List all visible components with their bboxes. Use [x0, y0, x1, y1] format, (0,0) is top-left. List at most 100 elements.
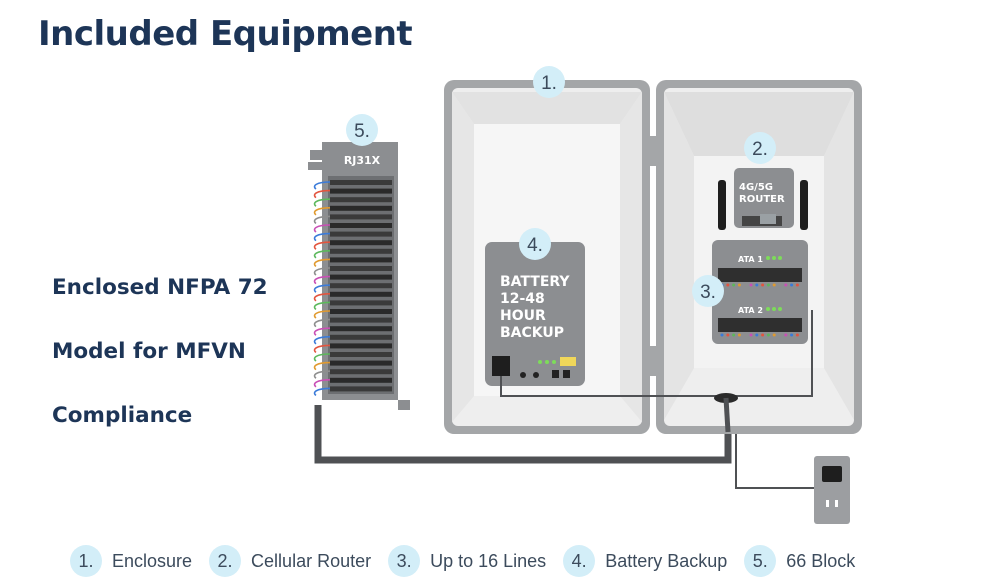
- terminal-row: [330, 300, 392, 306]
- legend-number: 5.: [744, 545, 777, 577]
- terminal-row: [330, 360, 392, 366]
- callout-router: 2.: [744, 132, 776, 164]
- ata-wire-dot: [732, 333, 736, 337]
- svg-text:4G/5G: 4G/5G: [739, 182, 773, 193]
- block-wire: [313, 344, 331, 354]
- block-wire: [313, 353, 331, 362]
- svg-text:BATTERY: BATTERY: [500, 274, 570, 290]
- router-label: 4G/5G ROUTER: [739, 182, 785, 205]
- terminal-row: [330, 248, 392, 254]
- terminal-row: [330, 309, 392, 314]
- legend-item-router: 2. Cellular Router: [209, 545, 371, 577]
- block-wire: [313, 284, 331, 293]
- ata-wire-dot: [778, 333, 782, 337]
- svg-text:2.: 2.: [752, 139, 768, 160]
- block-wire: [313, 250, 331, 259]
- legend-label: 66 Block: [786, 550, 856, 571]
- legend-number: 1.: [70, 545, 102, 577]
- terminal-row: [330, 352, 392, 357]
- terminal-row: [330, 180, 392, 185]
- block-wire: [313, 267, 331, 276]
- ata-wire-dot: [749, 333, 753, 337]
- block-wire: [313, 293, 331, 302]
- terminal-row: [330, 231, 392, 237]
- ata-wire-dot: [737, 333, 741, 337]
- block-66: [308, 142, 410, 410]
- terminal-row: [330, 343, 392, 349]
- block-label: RJ31X: [344, 154, 381, 167]
- terminal-row: [330, 188, 392, 194]
- terminal-row: [330, 205, 392, 211]
- legend-number: 3.: [388, 545, 421, 577]
- legend-label: Cellular Router: [251, 550, 372, 571]
- wall-outlet: [814, 456, 850, 524]
- svg-text:4.: 4.: [527, 235, 543, 256]
- ata-wire-dot: [726, 283, 730, 287]
- terminal-row: [330, 214, 392, 220]
- router-unit: [718, 168, 808, 230]
- block-wire: [313, 310, 331, 319]
- ata-panel: [712, 240, 808, 344]
- ata-wire-dot: [737, 283, 741, 287]
- ata-wire-dot: [743, 283, 747, 287]
- battery-label: BATTERY 12-48 HOUR BACKUP: [500, 274, 570, 341]
- ata-wire-dot: [749, 283, 753, 287]
- terminal-row: [330, 386, 392, 392]
- legend-item-enclosure: 1. Enclosure: [70, 545, 192, 577]
- ata-wire-dot: [766, 333, 770, 337]
- ata-wire-dot: [784, 283, 788, 287]
- legend-item-lines: 3. Up to 16 Lines: [388, 545, 546, 577]
- block-wire: [313, 224, 331, 233]
- ata2-label: ATA 2: [738, 306, 763, 315]
- terminal-row: [330, 377, 392, 383]
- block-wire: [313, 198, 331, 207]
- block-wire: [313, 318, 331, 328]
- svg-text:BACKUP: BACKUP: [500, 325, 564, 341]
- block-wire: [313, 215, 331, 225]
- legend-label: Up to 16 Lines: [430, 550, 547, 571]
- block-cable: [314, 405, 732, 464]
- ata-wire-dot: [720, 333, 724, 337]
- ata-wire-dot: [766, 283, 770, 287]
- svg-text:ROUTER: ROUTER: [739, 194, 785, 205]
- block-wire: [313, 207, 331, 216]
- terminal-row: [330, 257, 392, 263]
- svg-text:5.: 5.: [354, 121, 370, 142]
- block-wire: [313, 275, 331, 285]
- terminal-row: [330, 223, 392, 228]
- terminal-row: [330, 283, 392, 289]
- subtitle-line-3: Compliance: [52, 403, 193, 428]
- legend: 1. Enclosure 2. Cellular Router 3. Up to…: [70, 544, 872, 578]
- ata-wire-dot: [755, 333, 759, 337]
- battery-unit: [485, 242, 585, 386]
- block-rows: [330, 180, 392, 392]
- subtitle-line-2: Model for MFVN: [52, 339, 246, 364]
- ata-wire-dot: [772, 283, 776, 287]
- ata1-label: ATA 1: [738, 255, 763, 264]
- callout-lines: 3.: [692, 275, 724, 307]
- block-wire: [313, 379, 331, 388]
- legend-number: 2.: [209, 545, 242, 577]
- legend-label: Battery Backup: [605, 550, 728, 571]
- ata-wire-dot: [790, 283, 794, 287]
- block-wires: [313, 181, 331, 397]
- block-wire: [313, 301, 331, 311]
- ata-wire-dot: [784, 333, 788, 337]
- legend-label: Enclosure: [112, 550, 193, 571]
- legend-item-block: 5. 66 Block: [744, 545, 855, 577]
- callout-battery: 4.: [519, 228, 551, 260]
- block-wire: [313, 181, 331, 190]
- block-wire: [313, 387, 331, 397]
- block-wire: [313, 189, 331, 199]
- block-wire: [313, 361, 331, 371]
- subtitle: Enclosed NFPA 72 Model for MFVN Complian…: [52, 240, 268, 464]
- page-title: Included Equipment: [38, 14, 413, 54]
- ata-wire-dot: [778, 283, 782, 287]
- legend-number: 4.: [563, 545, 596, 577]
- ata-wire-dot: [790, 333, 794, 337]
- callout-enclosure: 1.: [533, 66, 565, 98]
- terminal-row: [330, 266, 392, 271]
- terminal-row: [330, 369, 392, 375]
- block-wire: [313, 370, 331, 379]
